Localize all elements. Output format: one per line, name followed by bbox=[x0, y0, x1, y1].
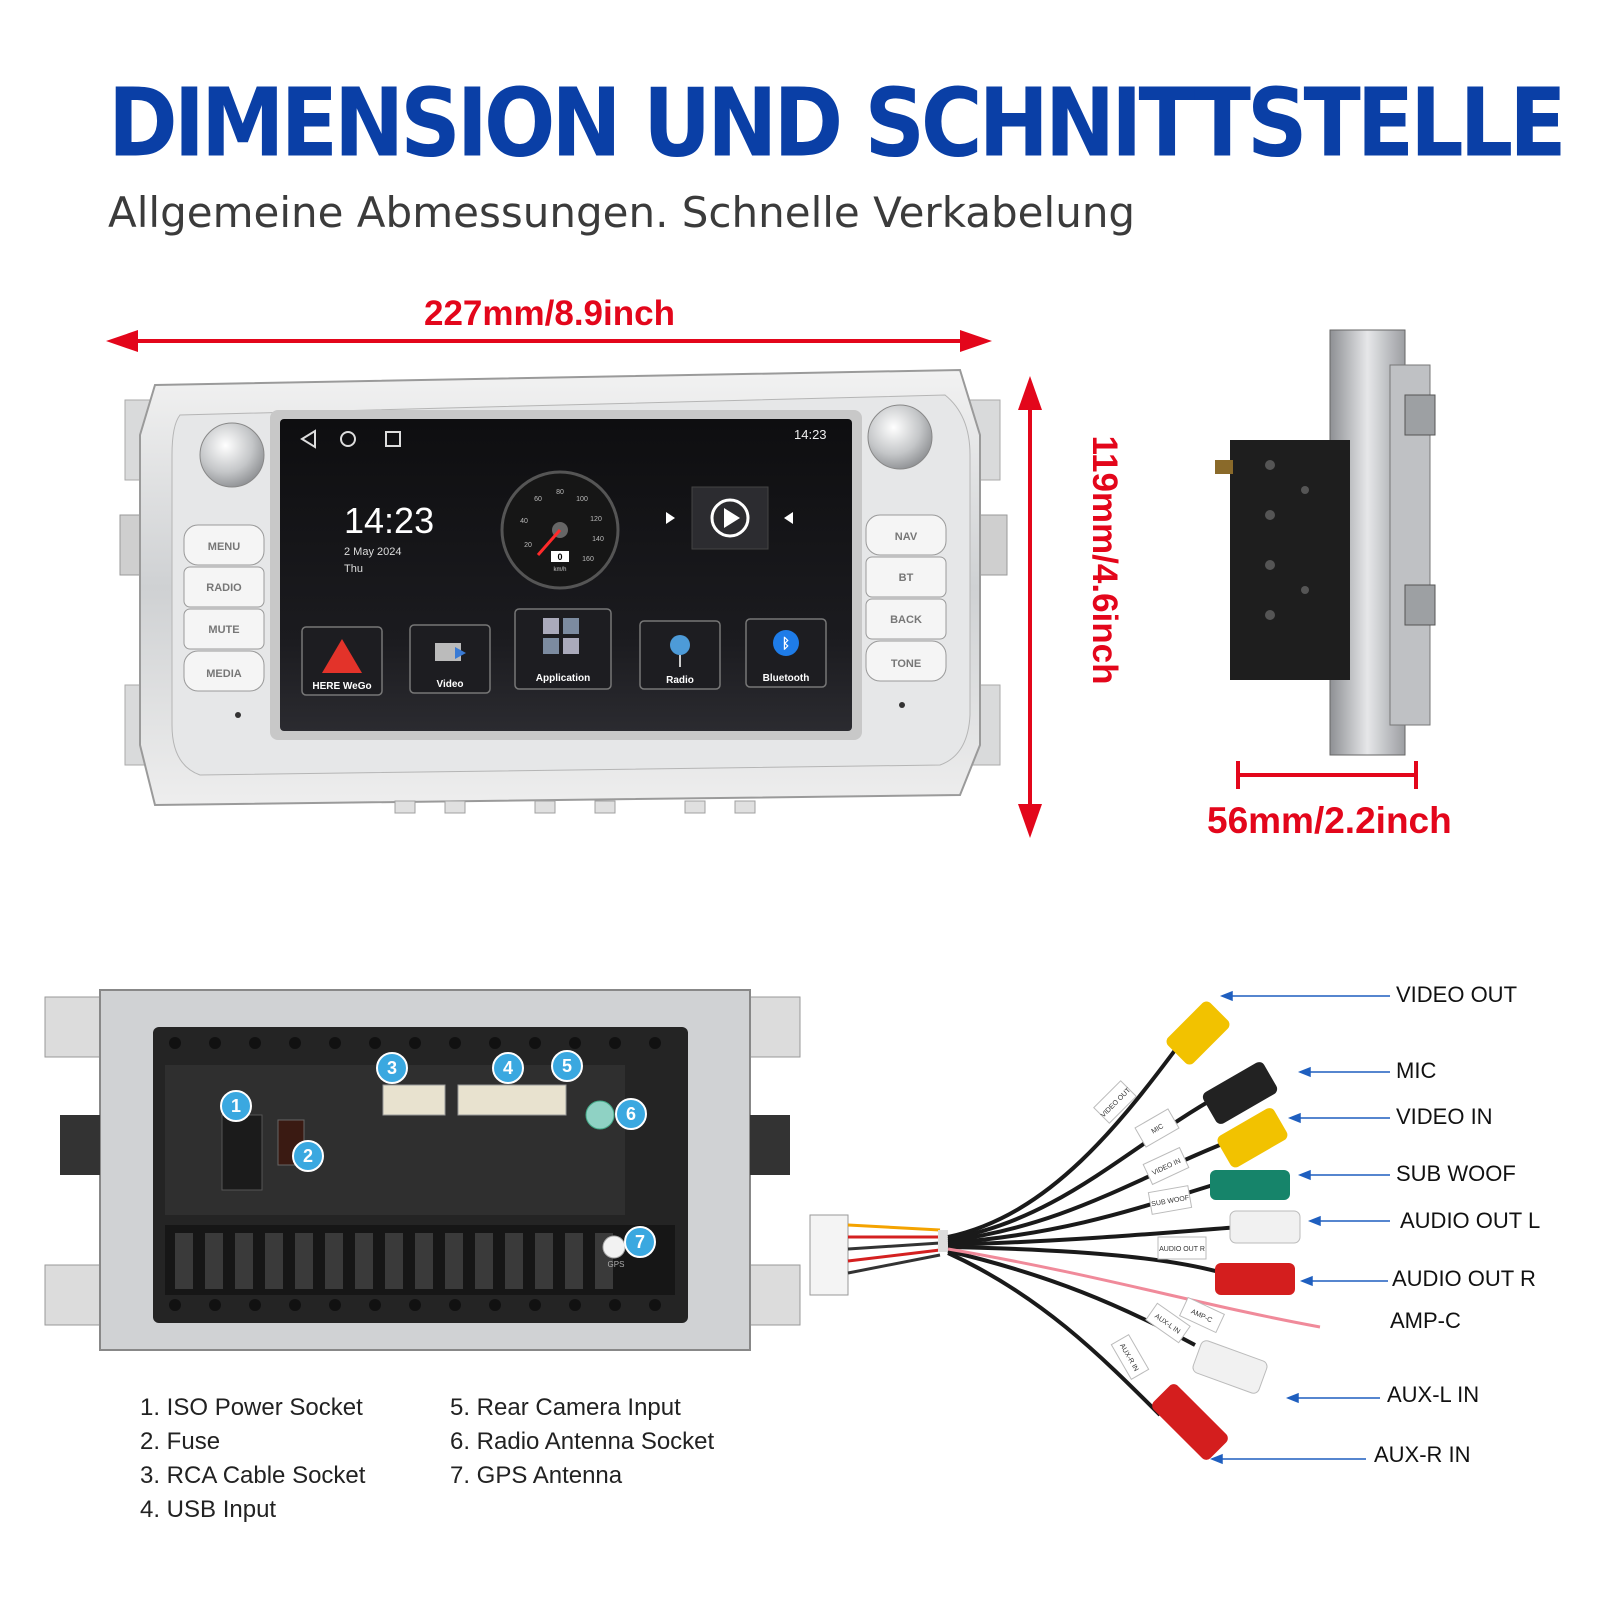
app-label-here-wego: HERE WeGo bbox=[312, 681, 371, 692]
play-button[interactable] bbox=[710, 498, 750, 538]
menu-button-label: MENU bbox=[208, 541, 240, 553]
badge-6 bbox=[615, 1098, 647, 1130]
next-track-icon[interactable] bbox=[784, 512, 793, 524]
bt-button-label: BT bbox=[899, 572, 914, 584]
badge-4-label: 4 bbox=[503, 1058, 513, 1078]
legend-item-5: 5. Rear Camera Input bbox=[450, 1394, 681, 1421]
head-unit-back-panel: GPS 1 2 3 4 5 6 7 bbox=[44, 989, 801, 1351]
nav-button-label: NAV bbox=[895, 531, 918, 543]
height-arrow bbox=[1018, 376, 1042, 838]
app-grid-icon bbox=[543, 618, 579, 654]
width-dimension-label: 227mm/8.9inch bbox=[424, 294, 675, 333]
media-button-label: MEDIA bbox=[206, 668, 242, 680]
previous-track-icon[interactable] bbox=[666, 512, 675, 524]
depth-arrow bbox=[1236, 761, 1418, 789]
tone-button-label: TONE bbox=[891, 658, 921, 670]
speedometer-widget bbox=[500, 470, 620, 590]
badge-3 bbox=[376, 1052, 408, 1084]
legend-item-2: 2. Fuse bbox=[140, 1428, 221, 1455]
cable-label-audio-out-l: AUDIO OUT L bbox=[1400, 1208, 1541, 1233]
cable-label-video-out: VIDEO OUT bbox=[1396, 982, 1518, 1007]
legend-item-7: 7. GPS Antenna bbox=[450, 1462, 623, 1489]
speed-unit: km/h bbox=[553, 567, 566, 573]
bluetooth-icon bbox=[773, 630, 799, 656]
mute-button-label: MUTE bbox=[208, 624, 239, 636]
tag-audio-out-r: AUDIO OUT R bbox=[1159, 1246, 1205, 1253]
home-clock: 14:23 bbox=[344, 500, 434, 541]
rca-plug-aux-l-in bbox=[1192, 1340, 1268, 1394]
speed-value: 0 bbox=[557, 552, 562, 562]
speed-tick: 60 bbox=[534, 496, 542, 503]
rca-plug-video-in bbox=[1217, 1108, 1288, 1168]
cable-label-mic: MIC bbox=[1396, 1058, 1437, 1083]
cable-label-aux-l-in: AUX-L IN bbox=[1387, 1382, 1480, 1407]
badge-7-label: 7 bbox=[635, 1232, 645, 1252]
height-dimension-label: 119mm/4.6inch bbox=[1085, 435, 1124, 685]
legend-item-4: 4. USB Input bbox=[140, 1496, 277, 1523]
legend-item-3: 3. RCA Cable Socket bbox=[140, 1462, 366, 1489]
cable-label-audio-out-r: AUDIO OUT R bbox=[1392, 1266, 1536, 1291]
rca-cable-harness: VIDEO OUT MIC VIDEO IN SUB WOOF AUDIO OU… bbox=[809, 990, 1390, 1465]
play-icon bbox=[724, 508, 740, 528]
speed-tick: 140 bbox=[592, 536, 604, 543]
badge-4 bbox=[492, 1052, 524, 1084]
legend-item-1: 1. ISO Power Socket bbox=[140, 1394, 363, 1421]
badge-2 bbox=[292, 1140, 324, 1172]
width-arrow bbox=[106, 330, 992, 352]
app-label-video: Video bbox=[436, 679, 463, 690]
home-weekday: Thu bbox=[344, 563, 363, 575]
app-label-application: Application bbox=[536, 673, 590, 684]
speed-tick: 40 bbox=[520, 518, 528, 525]
cable-label-video-in: VIDEO IN bbox=[1396, 1104, 1493, 1129]
rca-plug-audio-out-l bbox=[1229, 1210, 1301, 1244]
legend-item-6: 6. Radio Antenna Socket bbox=[450, 1428, 715, 1455]
app-label-radio: Radio bbox=[666, 675, 694, 686]
badge-3-label: 3 bbox=[387, 1058, 397, 1078]
svg-text:ᛒ: ᛒ bbox=[782, 635, 790, 651]
speed-tick: 160 bbox=[582, 556, 594, 563]
gps-label: GPS bbox=[608, 1260, 625, 1269]
head-unit-front: MENU RADIO MUTE MEDIA NAV BT BACK TONE 1… bbox=[119, 368, 1008, 814]
back-nav-icon[interactable] bbox=[300, 429, 316, 449]
rca-plug-sub-woof bbox=[1210, 1170, 1290, 1200]
depth-dimension-label: 56mm/2.2inch bbox=[1207, 800, 1452, 841]
back-button-label: BACK bbox=[890, 614, 922, 626]
badge-1-label: 1 bbox=[231, 1096, 241, 1116]
home-date: 2 May 2024 bbox=[344, 546, 401, 558]
radio-antenna-icon bbox=[670, 635, 690, 655]
cable-label-sub-woof: SUB WOOF bbox=[1396, 1161, 1516, 1186]
speed-tick: 100 bbox=[576, 496, 588, 503]
page-subtitle: Allgemeine Abmessungen. Schnelle Verkabe… bbox=[108, 188, 1136, 237]
head-unit-side-view bbox=[1215, 329, 1436, 756]
radio-button-label: RADIO bbox=[206, 582, 242, 594]
badge-2-label: 2 bbox=[303, 1146, 313, 1166]
recents-nav-icon[interactable] bbox=[385, 431, 401, 447]
rca-plug-audio-out-r bbox=[1215, 1263, 1295, 1295]
badge-6-label: 6 bbox=[626, 1104, 636, 1124]
app-label-bluetooth: Bluetooth bbox=[763, 673, 810, 684]
home-nav-icon[interactable] bbox=[340, 431, 356, 447]
badge-5-label: 5 bbox=[562, 1056, 572, 1076]
badge-7 bbox=[624, 1226, 656, 1258]
status-bar-time: 14:23 bbox=[794, 427, 827, 442]
speed-tick: 20 bbox=[524, 542, 532, 549]
rca-plug-aux-r-in bbox=[1152, 1384, 1228, 1460]
speed-tick: 80 bbox=[556, 489, 564, 496]
cable-label-amp-c: AMP-C bbox=[1390, 1308, 1461, 1333]
video-clapper-icon bbox=[435, 643, 461, 661]
navigation-arrow-icon bbox=[322, 639, 362, 673]
badge-1 bbox=[220, 1090, 252, 1122]
cable-label-aux-r-in: AUX-R IN bbox=[1374, 1442, 1471, 1467]
speed-tick: 120 bbox=[590, 516, 602, 523]
badge-5 bbox=[551, 1050, 583, 1082]
rca-plug-mic bbox=[1202, 1062, 1278, 1124]
rca-plug-video-out bbox=[1166, 1001, 1230, 1065]
page-title: DIMENSION UND SCHNITTSTELLE bbox=[108, 68, 1567, 178]
